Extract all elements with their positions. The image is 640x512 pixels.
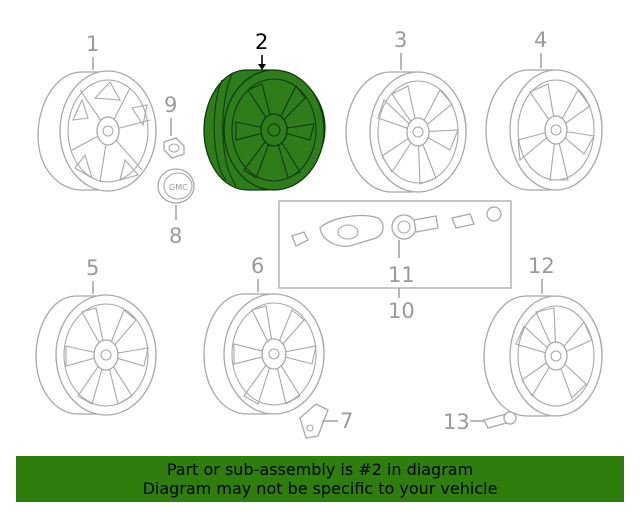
callout-8: 8 [169,224,182,248]
wheel-12[interactable] [483,295,603,417]
callout-4: 4 [534,28,547,52]
wheel-2-highlighted[interactable] [203,69,326,191]
banner-line-2: Diagram may not be specific to your vehi… [142,479,498,498]
wheel-1[interactable] [37,70,157,192]
callout-9: 9 [164,93,177,117]
callout-12: 12 [528,254,555,278]
gmc-logo: GMC [169,183,188,192]
callout-10: 10 [388,299,415,323]
callout-5: 5 [86,256,99,280]
tpms-sensor-parts[interactable] [291,206,502,247]
wheel-5[interactable] [35,294,157,416]
tpms-kit-box [278,200,512,289]
banner-line-1: Part or sub-assembly is #2 in diagram [166,460,474,479]
wheel-4[interactable] [485,69,603,191]
callout-6: 6 [251,254,264,278]
callout-13: 13 [443,410,470,434]
part-9-lug-nut[interactable] [163,137,185,159]
callout-1: 1 [86,32,99,56]
leader-2-arrow [258,64,266,70]
part-13-valve-stem[interactable] [483,411,517,429]
part-8-center-cap[interactable]: GMC [157,168,195,204]
callout-2: 2 [255,30,268,54]
callout-3: 3 [394,28,407,52]
part-7-wheel-weight[interactable] [299,403,329,439]
callout-11: 11 [388,263,415,287]
info-banner: Part or sub-assembly is #2 in diagram Di… [16,456,624,502]
callout-7: 7 [340,409,353,433]
wheel-3[interactable] [345,71,467,193]
wheel-6[interactable] [203,293,325,415]
